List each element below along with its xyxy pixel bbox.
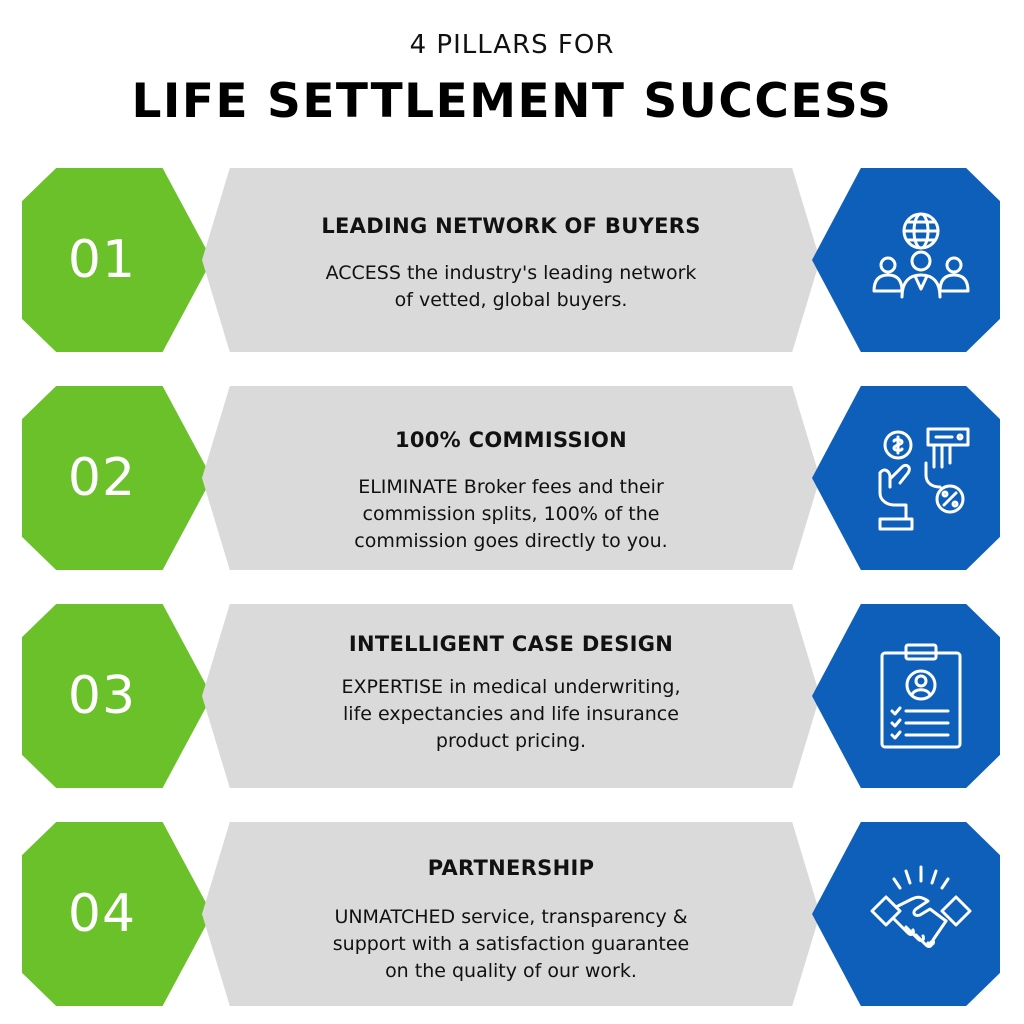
pillar-card xyxy=(202,386,820,570)
pillar-title: 100% COMMISSION xyxy=(394,428,628,452)
pillar-number: 01 xyxy=(67,230,137,290)
pillar-card xyxy=(202,168,820,352)
pillar-number: 02 xyxy=(67,448,137,508)
pillar-description: ELIMINATE Broker fees and their commissi… xyxy=(262,474,760,555)
pillar-description-line: ELIMINATE Broker fees and their xyxy=(358,476,664,498)
commission-hands-icon xyxy=(866,423,976,533)
pillar-description: UNMATCHED service, transparency & suppor… xyxy=(262,904,760,985)
pillar-description-line: life expectancies and life insurance xyxy=(343,703,679,725)
handshake-icon xyxy=(866,859,976,969)
pillar-card xyxy=(202,604,820,788)
pillar-description: ACCESS the industry's leading network of… xyxy=(262,260,760,314)
pillar-description-line: ACCESS the industry's leading network xyxy=(325,262,697,284)
pillar-number: 04 xyxy=(67,884,137,944)
pillar-title: LEADING NETWORK OF BUYERS xyxy=(321,214,701,238)
page-subtitle: 4 PILLARS FOR xyxy=(409,30,615,60)
pillar-description-line: on the quality of our work. xyxy=(385,960,637,982)
pillar-description-line: commission splits, 100% of the xyxy=(362,503,660,525)
page-title: LIFE SETTLEMENT SUCCESS xyxy=(131,74,893,129)
pillar-row-03: 03 INTELLIGENT CASE DESIGN EXPERTISE in … xyxy=(0,604,1024,788)
pillar-description-line: product pricing. xyxy=(435,730,587,752)
pillar-description-line: UNMATCHED service, transparency & xyxy=(334,906,688,928)
pillar-description-line: commission goes directly to you. xyxy=(354,530,668,552)
clipboard-profile-icon xyxy=(866,641,976,751)
global-network-icon xyxy=(866,205,976,315)
pillar-row-01: 01 LEADING NETWORK OF BUYERS ACCESS the … xyxy=(0,168,1024,352)
pillar-title: INTELLIGENT CASE DESIGN xyxy=(348,632,674,656)
pillar-description-line: support with a satisfaction guarantee xyxy=(332,933,690,955)
pillar-row-02: 02 100% COMMISSION ELIMINATE Broker fees… xyxy=(0,386,1024,570)
pillar-description-line: of vetted, global buyers. xyxy=(394,289,628,311)
pillar-number: 03 xyxy=(67,666,137,726)
pillar-row-04: 04 PARTNERSHIP UNMATCHED service, transp… xyxy=(0,822,1024,1006)
pillar-card xyxy=(202,822,820,1006)
pillar-title: PARTNERSHIP xyxy=(427,856,595,880)
pillar-description: EXPERTISE in medical underwriting, life … xyxy=(262,674,760,755)
pillar-description-line: EXPERTISE in medical underwriting, xyxy=(341,676,681,698)
